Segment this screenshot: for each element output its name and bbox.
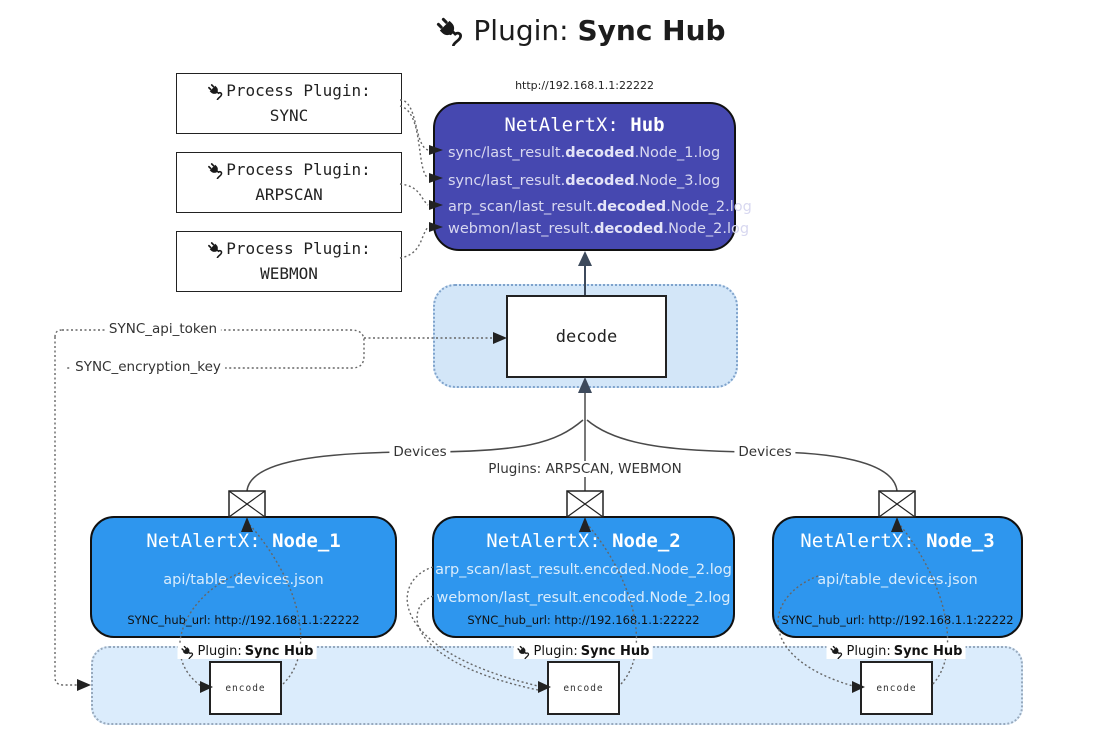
node2-hub-url: SYNC_hub_url: http://192.168.1.1:22222 — [467, 613, 700, 627]
process-plugin-name: ARPSCAN — [255, 184, 323, 204]
encode-box-3: encode — [860, 661, 933, 715]
plug-icon — [207, 83, 224, 100]
process-plugin-label: Process Plugin: — [226, 80, 371, 100]
node2-file: arp_scan/last_result.encoded.Node_2.log — [435, 562, 732, 578]
hub-file-line: sync/last_result.decoded.Node_1.log — [448, 145, 721, 161]
process-plugin-arpscan-box: Process Plugin: ARPSCAN — [176, 152, 402, 213]
encoder1-plugin-label: Plugin: Sync Hub — [177, 644, 317, 659]
encode-box-2: encode — [547, 661, 620, 715]
envelope-icon — [228, 490, 266, 518]
sync-api-token-label: SYNC_api_token — [104, 321, 222, 337]
encode-box-1: encode — [209, 661, 282, 715]
process-plugin-name: SYNC — [269, 105, 309, 125]
edge-sync-to-hub-1 — [399, 99, 429, 151]
edge-label-devices-left: Devices — [389, 444, 451, 460]
hub-file-line: webmon/last_result.decoded.Node_2.log — [448, 221, 750, 237]
title-name: Sync Hub — [577, 14, 726, 47]
plug-icon — [207, 241, 224, 258]
node2-file: webmon/last_result.encoded.Node_2.log — [436, 590, 731, 606]
edge-webmon-to-hub — [399, 226, 429, 259]
edge-encryption-key-to-band — [54, 337, 77, 686]
edge-sync-settings-corner — [54, 329, 63, 338]
hub-file-line: arp_scan/last_result.decoded.Node_2.log — [448, 199, 752, 215]
arrowhead — [578, 251, 592, 266]
plug-icon — [181, 645, 195, 659]
process-plugin-label: Process Plugin: — [226, 159, 371, 179]
process-plugin-sync-box: Process Plugin: SYNC — [176, 73, 402, 134]
edge-label-devices-right: Devices — [734, 444, 796, 460]
edge-arpscan-to-hub — [399, 183, 429, 206]
node3-box: NetAlertX: Node_3 api/table_devices.json… — [772, 516, 1023, 638]
node3-hub-url: SYNC_hub_url: http://192.168.1.1:22222 — [781, 613, 1014, 627]
node1-file: api/table_devices.json — [163, 572, 324, 588]
decode-box: decode — [506, 295, 667, 378]
encoder3-plugin-label: Plugin: Sync Hub — [826, 644, 966, 659]
node1-title: NetAlertX: Node_1 — [146, 530, 341, 552]
process-plugin-label: Process Plugin: — [226, 238, 371, 258]
process-plugin-webmon-box: Process Plugin: WEBMON — [176, 231, 402, 292]
plug-icon — [435, 16, 465, 46]
page-title: Plugin: Sync Hub — [0, 14, 1117, 47]
plug-icon — [830, 645, 844, 659]
arrowhead — [77, 679, 91, 691]
plug-icon — [207, 162, 224, 179]
encoder2-plugin-label: Plugin: Sync Hub — [513, 644, 653, 659]
node1-hub-url: SYNC_hub_url: http://192.168.1.1:22222 — [127, 613, 360, 627]
hub-url-label: http://192.168.1.1:22222 — [515, 79, 654, 92]
node2-title: NetAlertX: Node_2 — [486, 530, 681, 552]
node1-box: NetAlertX: Node_1 api/table_devices.json… — [90, 516, 397, 638]
hub-box: NetAlertX: Hub sync/last_result.decoded.… — [433, 102, 752, 251]
node2-box: NetAlertX: Node_2 arp_scan/last_result.e… — [432, 516, 735, 638]
hub-file-line: sync/last_result.decoded.Node_3.log — [448, 173, 721, 189]
envelope-icon — [566, 490, 604, 518]
hub-title: NetAlertX: Hub — [504, 114, 665, 136]
envelope-icon — [878, 490, 916, 518]
edge-sync-to-hub-2 — [399, 105, 429, 179]
node3-file: api/table_devices.json — [817, 572, 978, 588]
plug-icon — [517, 645, 531, 659]
title-prefix: Plugin: — [473, 14, 578, 47]
edge-label-plugins: Plugins: ARPSCAN, WEBMON — [484, 461, 686, 477]
process-plugin-name: WEBMON — [260, 263, 318, 283]
node3-title: NetAlertX: Node_3 — [800, 530, 995, 552]
sync-encryption-key-label: SYNC_encryption_key — [71, 359, 225, 375]
